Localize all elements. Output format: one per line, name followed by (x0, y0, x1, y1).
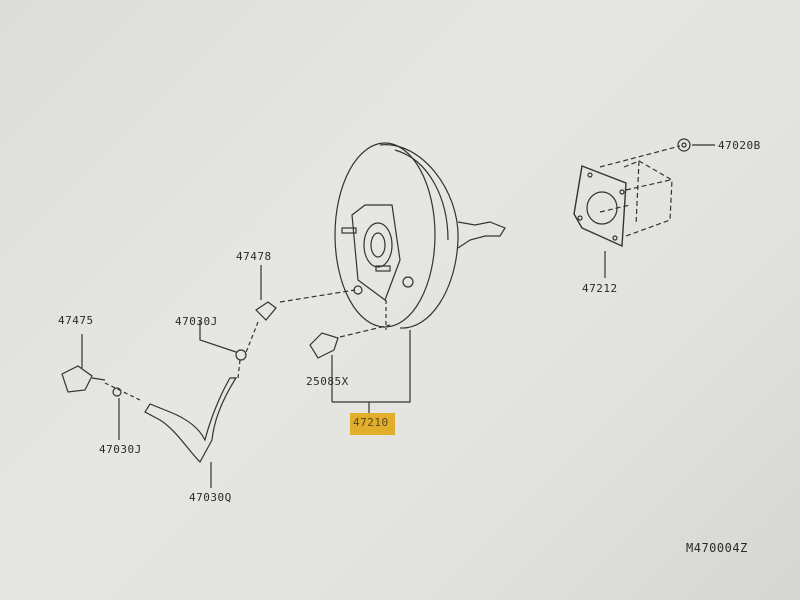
vacuum-hose-assembly (61, 265, 356, 488)
part-label-47030j-lower[interactable]: 47030J (99, 443, 142, 456)
part-label-47212[interactable]: 47212 (582, 282, 618, 295)
gasket (573, 145, 681, 278)
drawing-code: M470004Z (686, 541, 748, 555)
part-label-47475[interactable]: 47475 (58, 314, 94, 327)
part-label-47020b[interactable]: 47020B (718, 139, 761, 152)
part-label-25085x[interactable]: 25085X (306, 375, 349, 388)
brake-booster (334, 142, 506, 329)
part-label-47478[interactable]: 47478 (236, 250, 272, 263)
nut (677, 138, 715, 152)
part-label-47030j-upper[interactable]: 47030J (175, 315, 218, 328)
fitting (309, 300, 411, 414)
part-label-47030q[interactable]: 47030Q (189, 491, 232, 504)
part-label-47210-highlighted[interactable]: 47210 (350, 413, 395, 435)
